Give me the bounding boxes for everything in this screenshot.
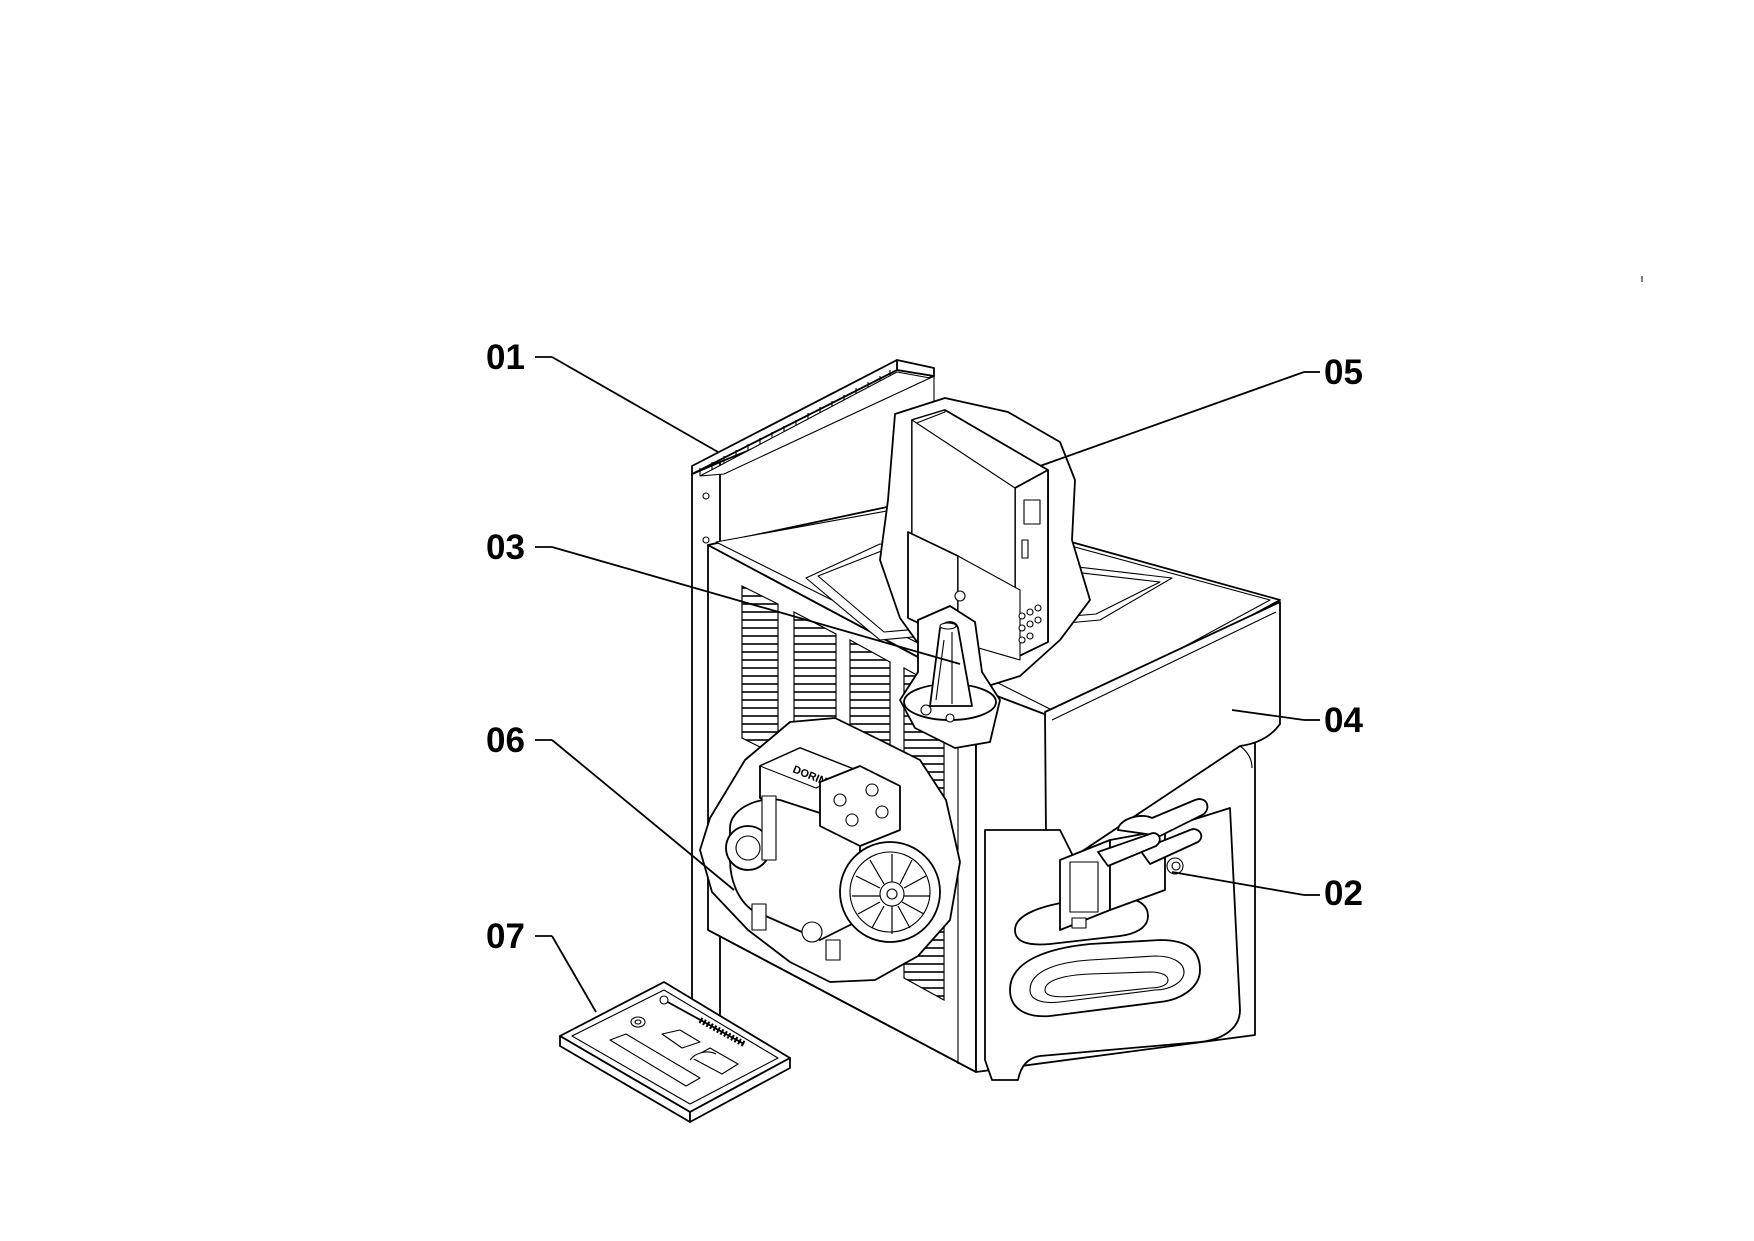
callout-02: 02	[1324, 874, 1363, 913]
callout-05: 05	[1324, 353, 1363, 392]
beater-detail	[899, 605, 1001, 749]
accessory-kit-tray	[559, 981, 791, 1123]
compressor-detail: DORIN	[699, 717, 961, 983]
callout-leaders	[535, 356, 1320, 1013]
callout-04: 04	[1324, 701, 1363, 740]
callout-06: 06	[486, 721, 525, 760]
dispensing-head	[1059, 798, 1209, 931]
callout-07: 07	[486, 917, 525, 956]
callout-labels: 01 02 03 04 05 06 07	[486, 338, 1363, 956]
callout-03: 03	[486, 528, 525, 567]
callout-01: 01	[486, 338, 525, 377]
control-board-detail	[879, 397, 1091, 691]
